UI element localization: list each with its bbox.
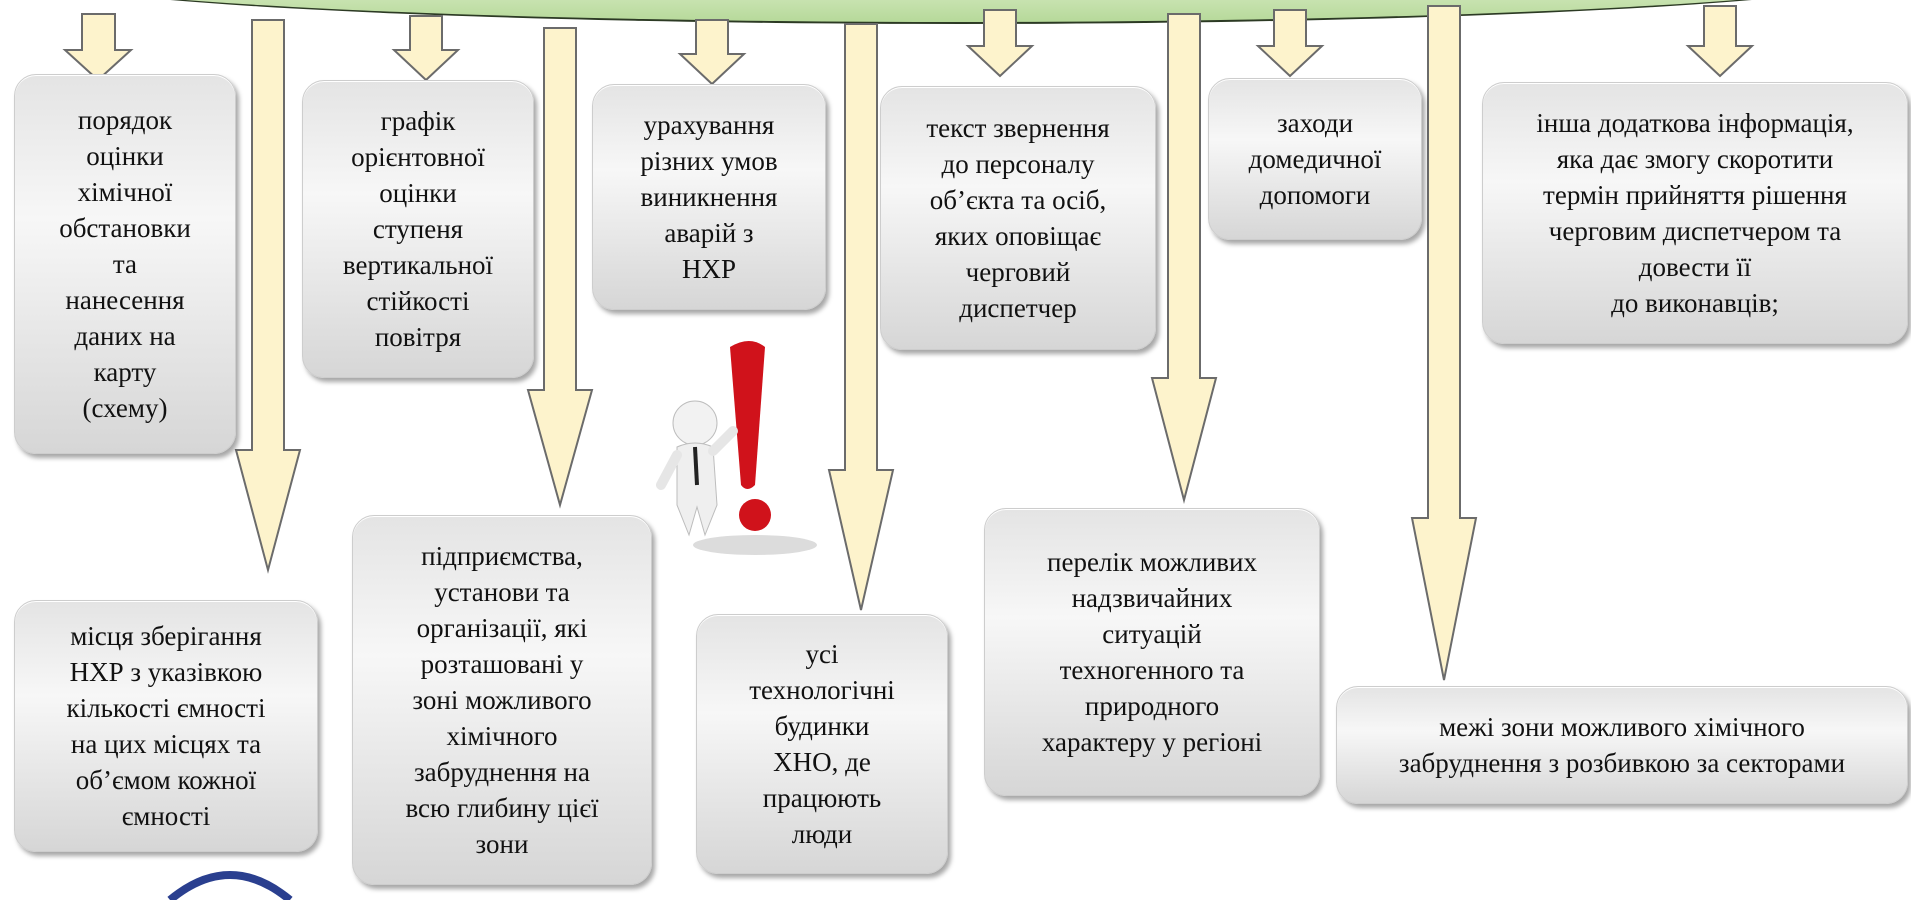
node-emergency-list: перелік можливих надзвичайних ситуацій т… bbox=[984, 508, 1320, 796]
arrow-to-b4 bbox=[965, 9, 1035, 78]
arrow-to-b8 bbox=[526, 27, 594, 509]
arrow-to-b11 bbox=[1410, 5, 1478, 681]
decorative-logo-fragment bbox=[167, 871, 293, 900]
node-enterprises-in-zone: підприємства, установи та організації, я… bbox=[352, 515, 652, 885]
person-with-exclamation-icon bbox=[656, 341, 817, 555]
node-storage-places: місця зберігання НХР з указівкою кількос… bbox=[14, 600, 318, 852]
arrow-to-b3 bbox=[677, 19, 747, 86]
node-appeal-text: текст звернення до персоналу об’єкта та … bbox=[880, 86, 1156, 350]
node-accident-conditions: урахування різних умов виникнення аварій… bbox=[592, 84, 826, 310]
arrow-to-b5 bbox=[1255, 9, 1325, 78]
node-zone-boundaries: межі зони можливого хімічного забрудненн… bbox=[1336, 686, 1908, 804]
arrow-to-b9 bbox=[827, 23, 895, 611]
arrow-to-b2 bbox=[391, 15, 461, 82]
node-additional-info: інша додаткова інформація, яка дає змогу… bbox=[1482, 82, 1908, 344]
node-technological-buildings: усі технологічні будинки ХНО, де працюют… bbox=[696, 614, 948, 874]
arrow-to-b7 bbox=[234, 19, 302, 574]
node-first-aid: заходи домедичної допомоги bbox=[1208, 78, 1422, 240]
arrow-to-b6 bbox=[1685, 5, 1755, 78]
node-chemical-assessment-procedure: порядок оцінки хімічної обстановки та на… bbox=[14, 74, 236, 454]
node-vertical-stability-chart: графік орієнтовної оцінки ступеня вертик… bbox=[302, 80, 534, 378]
arrow-to-b10 bbox=[1150, 13, 1218, 504]
arrow-to-b1 bbox=[62, 13, 134, 82]
